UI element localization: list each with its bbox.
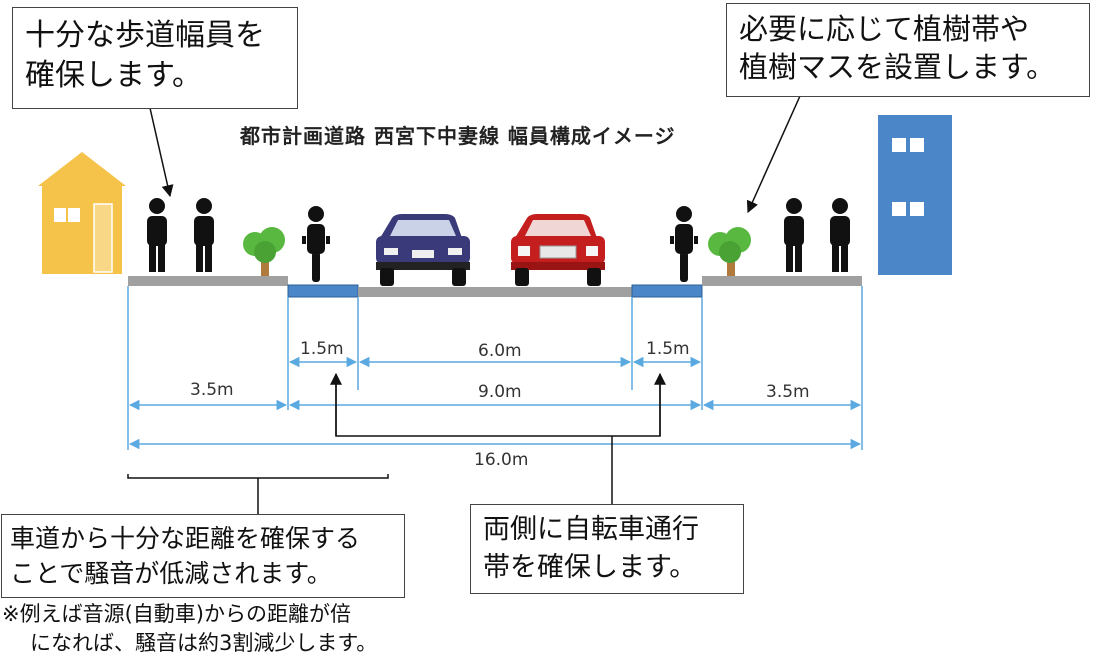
callout-planting: 必要に応じて植樹帯や 植樹マスを設置します。 (726, 3, 1090, 97)
pedestrian-icon (830, 198, 850, 272)
callout-text: 必要に応じて植樹帯や (739, 12, 1030, 46)
callout-text: 十分な歩道幅員を (25, 18, 265, 53)
house-icon (38, 152, 126, 274)
leader-lines (127, 95, 801, 514)
callout-text: 帯を確保します。 (483, 552, 697, 583)
callout-text: 植樹マスを設置します。 (739, 50, 1056, 84)
dimension-label-bike-right: 1.5m (646, 339, 690, 359)
footnote-line1: ※例えば音源(自動車)からの距離が倍 (2, 602, 351, 626)
road-surface (128, 276, 862, 298)
callout-bike: 両側に自転車通行 帯を確保します。 (470, 504, 744, 594)
tree-icon (708, 227, 751, 276)
callout-sidewalk: 十分な歩道幅員を 確保します。 (12, 7, 298, 109)
pedestrian-icon (147, 198, 167, 272)
sidewalk-right (702, 276, 862, 286)
pedestrian-icon (194, 198, 214, 272)
dimension-label-bike-left: 1.5m (300, 339, 344, 359)
dimension-lines (127, 286, 863, 450)
sidewalk-left (128, 276, 288, 286)
callout-text: 確保します。 (25, 58, 202, 93)
callout-noise: 車道から十分な距離を確保する ことで騒音が低減されます。 (1, 514, 405, 598)
callout-text: ことで騒音が低減されます。 (10, 559, 332, 588)
pedestrian-icon (784, 198, 804, 272)
cyclist-icon (302, 206, 330, 282)
callout-text: 両側に自転車通行 (483, 514, 699, 545)
cyclist-icon (670, 206, 698, 282)
car-icon (376, 214, 470, 286)
carriageway (358, 287, 632, 297)
dimension-label-roadway: 9.0m (478, 382, 522, 402)
callout-text: 車道から十分な距離を確保する (10, 524, 361, 553)
dimension-label-sidewalk-left: 3.5m (190, 380, 234, 400)
bike-lane-left (287, 284, 359, 298)
bike-lane-right (631, 284, 703, 298)
dimension-label-total: 16.0m (474, 450, 529, 470)
dimension-label-sidewalk-right: 3.5m (766, 382, 810, 402)
building-icon (878, 115, 952, 275)
car-icon (511, 214, 605, 286)
diagram-title: 都市計画道路 西宮下中妻線 幅員構成イメージ (240, 124, 676, 148)
dimension-label-carriageway: 6.0m (478, 341, 522, 361)
footnote-line2: になれば、騒音は約3割減少します。 (30, 631, 378, 655)
tree-icon (243, 227, 285, 276)
